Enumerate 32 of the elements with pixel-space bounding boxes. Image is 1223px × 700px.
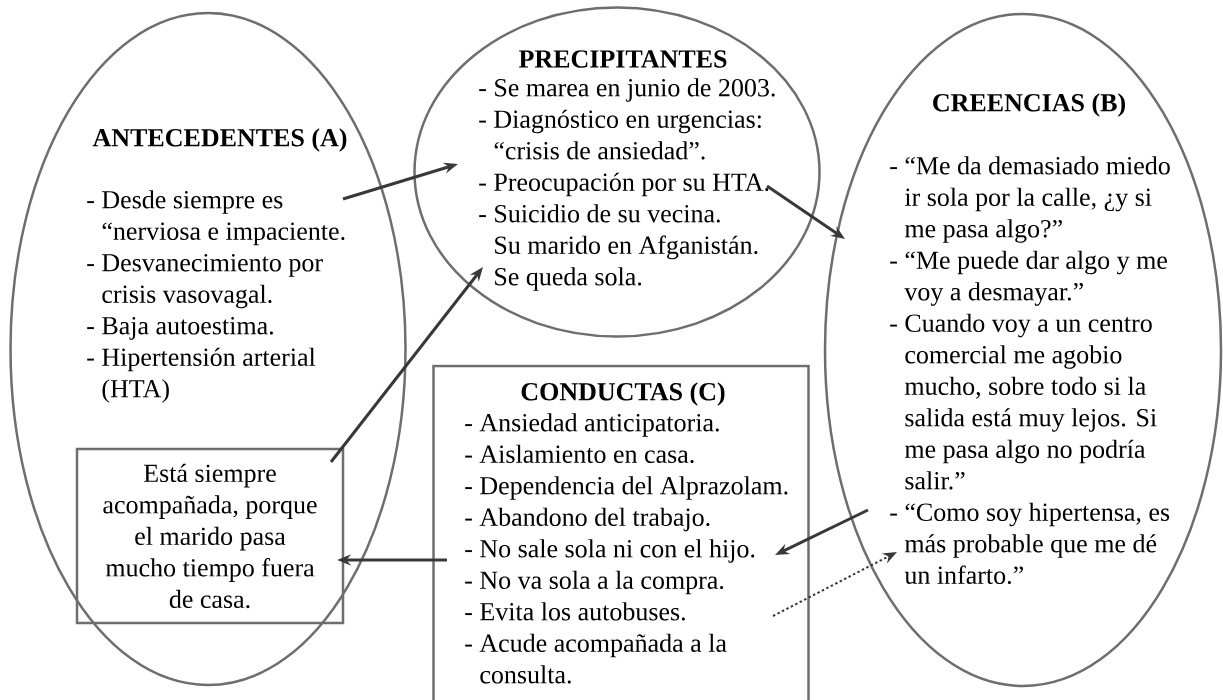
text: Está siempre acompañada, porque el marido pasa mucho tiempo fuera de casa. [103,463,317,609]
list-item: - “Me da demasiado miedo ir sola por la calle, ¿y si me pasa algo?” [890,156,1170,243]
list-item: - No va sola a la compra. [465,570,724,595]
list-item: - Cuando voy a un centro comercial me agobio mucho, sobre todo si la salida está muy lejos. Si me pasa algo no podría salir.” [890,313,1157,490]
heading: PRECIPITANTES [518,50,727,68]
list-item: - Hipertensión arterial (HTA) [87,347,316,403]
list-item: - Aislamiento en casa. [465,444,694,464]
text-box [75,447,345,625]
list-item: - Se marea en junio de 2003. [479,78,775,102]
list-item: - No sale sola ni con el hijo. [465,539,755,563]
list-item: - Dependencia del Alprazolam. [465,476,788,500]
list-item: - “Me puede dar algo y me voy a desmayar.” [890,250,1167,306]
ellipse [823,12,1223,688]
list-item: - Desvanecimiento por crisis vasovagal. [87,254,323,309]
list-item: - Suicidio de su vecina. [479,204,720,223]
list-item: - Ansiedad anticipatoria. [465,413,719,437]
heading: ANTECEDENTES (A) [92,128,347,152]
list-item: - Evita los autobuses. [465,602,685,621]
list-item: - “Como soy hipertensa, es más probable que me dé un infarto.” [890,502,1170,585]
list-item: - Diagnóstico en urgencias: “crisis de ansiedad”. [479,109,761,160]
heading: CREENCIAS (B) [933,93,1125,117]
list-item: - Desde siempre es “nerviosa e impaciente. [87,190,345,246]
list-item: - Acude acompañada a la consulta. [465,633,727,684]
list-item: - Abandono del trabajo. [465,507,710,532]
text-box [432,364,810,700]
heading: CONDUCTAS (C) [521,382,725,406]
list-item: Su marido en Afganistán. [495,235,758,260]
ellipse [413,6,821,338]
ellipse [9,11,407,687]
list-item: Se queda sola. [495,267,642,291]
list-item: - Preocupación por su HTA. [479,172,769,197]
list-item: - Baja autoestima. [87,317,273,340]
